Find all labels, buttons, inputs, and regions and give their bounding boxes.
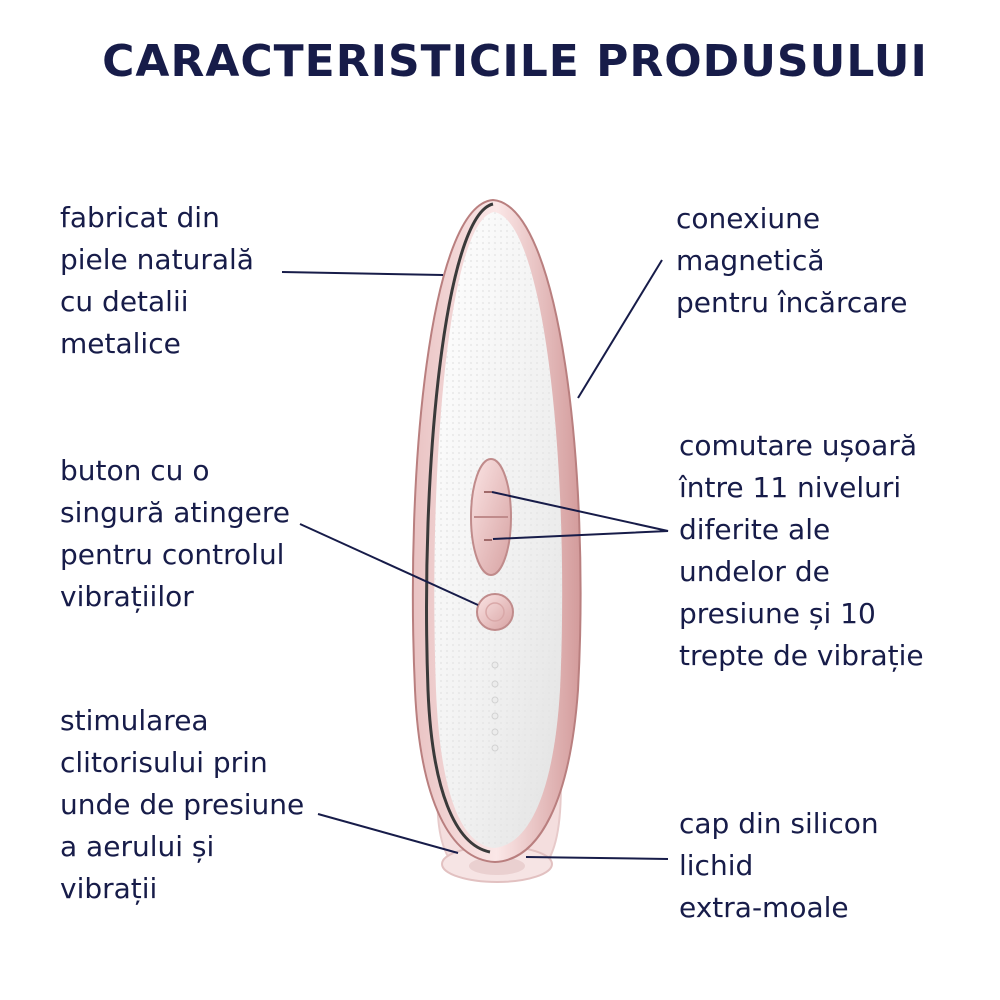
leader-line-silicone [525,856,669,860]
feature-magnetic: conexiune magnetică pentru încărcare [676,202,908,319]
leader-line-levels [491,491,669,540]
leader-line-button [299,523,479,606]
vibration-button[interactable] [476,593,514,631]
leader-line-magnetic [577,259,663,399]
feature-leather: fabricat din piele naturală cu detalii m… [60,201,254,360]
page-title: CARACTERISTICILE PRODUSULUI [102,36,928,87]
feature-button: buton cu o singură atingere pentru contr… [60,454,290,613]
leader-line-stimulation [317,813,459,854]
leader-line-leather [281,271,444,276]
indicator-dots [491,661,499,752]
feature-silicone: cap din silicon lichid extra-moale [679,807,879,924]
level-control-button[interactable] [470,458,512,576]
feature-levels: comutare ușoară între 11 niveluri diferi… [679,429,924,672]
feature-stimulation: stimularea clitorisului prin unde de pre… [60,704,305,905]
